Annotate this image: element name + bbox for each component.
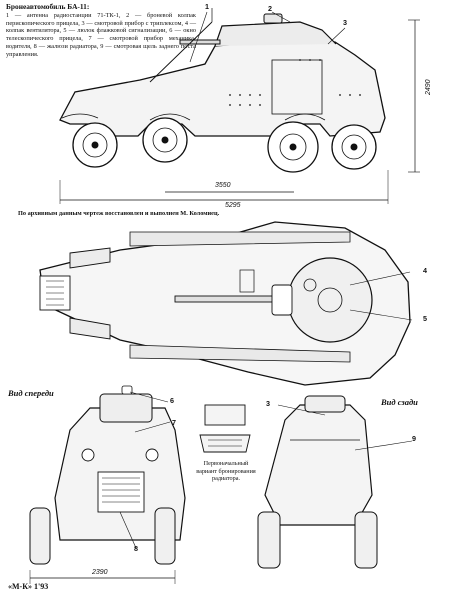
dimension-width: 2390 — [92, 569, 108, 576]
side-turret — [214, 21, 337, 47]
front-turret — [99, 393, 153, 423]
callout-9: 9 — [412, 434, 416, 443]
callout-7: 7 — [172, 418, 176, 427]
side-cupola — [263, 13, 283, 24]
callout-3-rear: 3 — [266, 399, 270, 408]
antenna — [149, 21, 213, 83]
headlight-right — [145, 448, 159, 462]
top-radiator — [39, 275, 71, 311]
radiator-variant-detail — [199, 404, 251, 453]
rear-tire-left — [257, 511, 281, 569]
callout-6: 6 — [170, 396, 174, 405]
rear-turret — [304, 395, 346, 413]
callout-8: 8 — [134, 544, 138, 553]
callout-1: 1 — [205, 2, 209, 11]
callout-2: 2 — [268, 4, 272, 13]
side-gun — [179, 39, 221, 45]
front-tire-right — [154, 507, 176, 565]
legend-body: 1 — антенна радиостанции 71-ТК-1, 2 — бр… — [6, 12, 196, 58]
callout-5: 5 — [423, 314, 427, 323]
side-door — [271, 59, 323, 115]
dimension-wheelbase: 3550 — [215, 182, 231, 189]
credit-line: По архивным данным чертеж восстановлен и… — [18, 210, 220, 217]
front-grille — [97, 471, 145, 513]
rear-tire-right — [354, 511, 378, 569]
rear-hull — [264, 404, 373, 526]
front-tire-left — [29, 507, 51, 565]
dimension-length: 5295 — [225, 202, 241, 209]
side-view — [59, 8, 420, 204]
top-rear-fenders — [129, 231, 351, 363]
top-view — [39, 221, 413, 386]
top-turret — [287, 257, 373, 343]
top-hatch — [271, 284, 293, 316]
dimension-height: 2490 — [425, 79, 432, 95]
side-hull — [59, 39, 386, 137]
top-vent — [303, 278, 317, 292]
headlight-left — [81, 448, 95, 462]
side-wheels — [72, 117, 377, 173]
front-view — [29, 385, 186, 584]
callout-3: 3 — [343, 18, 347, 27]
footer-source: «М-К» 1'93 — [8, 582, 49, 591]
front-view-label: Вид спереди — [8, 388, 54, 398]
callout-4: 4 — [423, 266, 427, 275]
top-front-fenders — [69, 247, 111, 340]
legend-title: Бронеавтомобиль БА-11: — [6, 2, 90, 11]
radiator-note: Первоначальный вариант бронирования ради… — [196, 460, 256, 482]
rear-view-label: Вид сзади — [381, 397, 418, 407]
rear-view — [257, 395, 413, 569]
side-rivets — [229, 59, 361, 106]
